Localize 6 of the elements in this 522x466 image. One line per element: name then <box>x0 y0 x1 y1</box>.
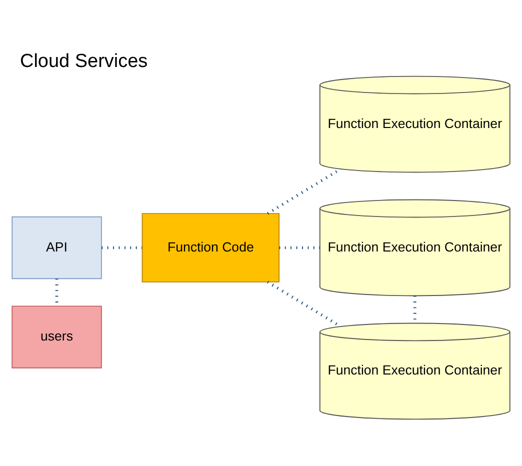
connector <box>266 280 340 326</box>
diagram-title: Cloud Services <box>20 50 148 72</box>
node-box: Function Code <box>142 212 280 282</box>
node-box: users <box>12 305 102 368</box>
node-box: API <box>12 216 102 279</box>
connector <box>266 168 340 214</box>
